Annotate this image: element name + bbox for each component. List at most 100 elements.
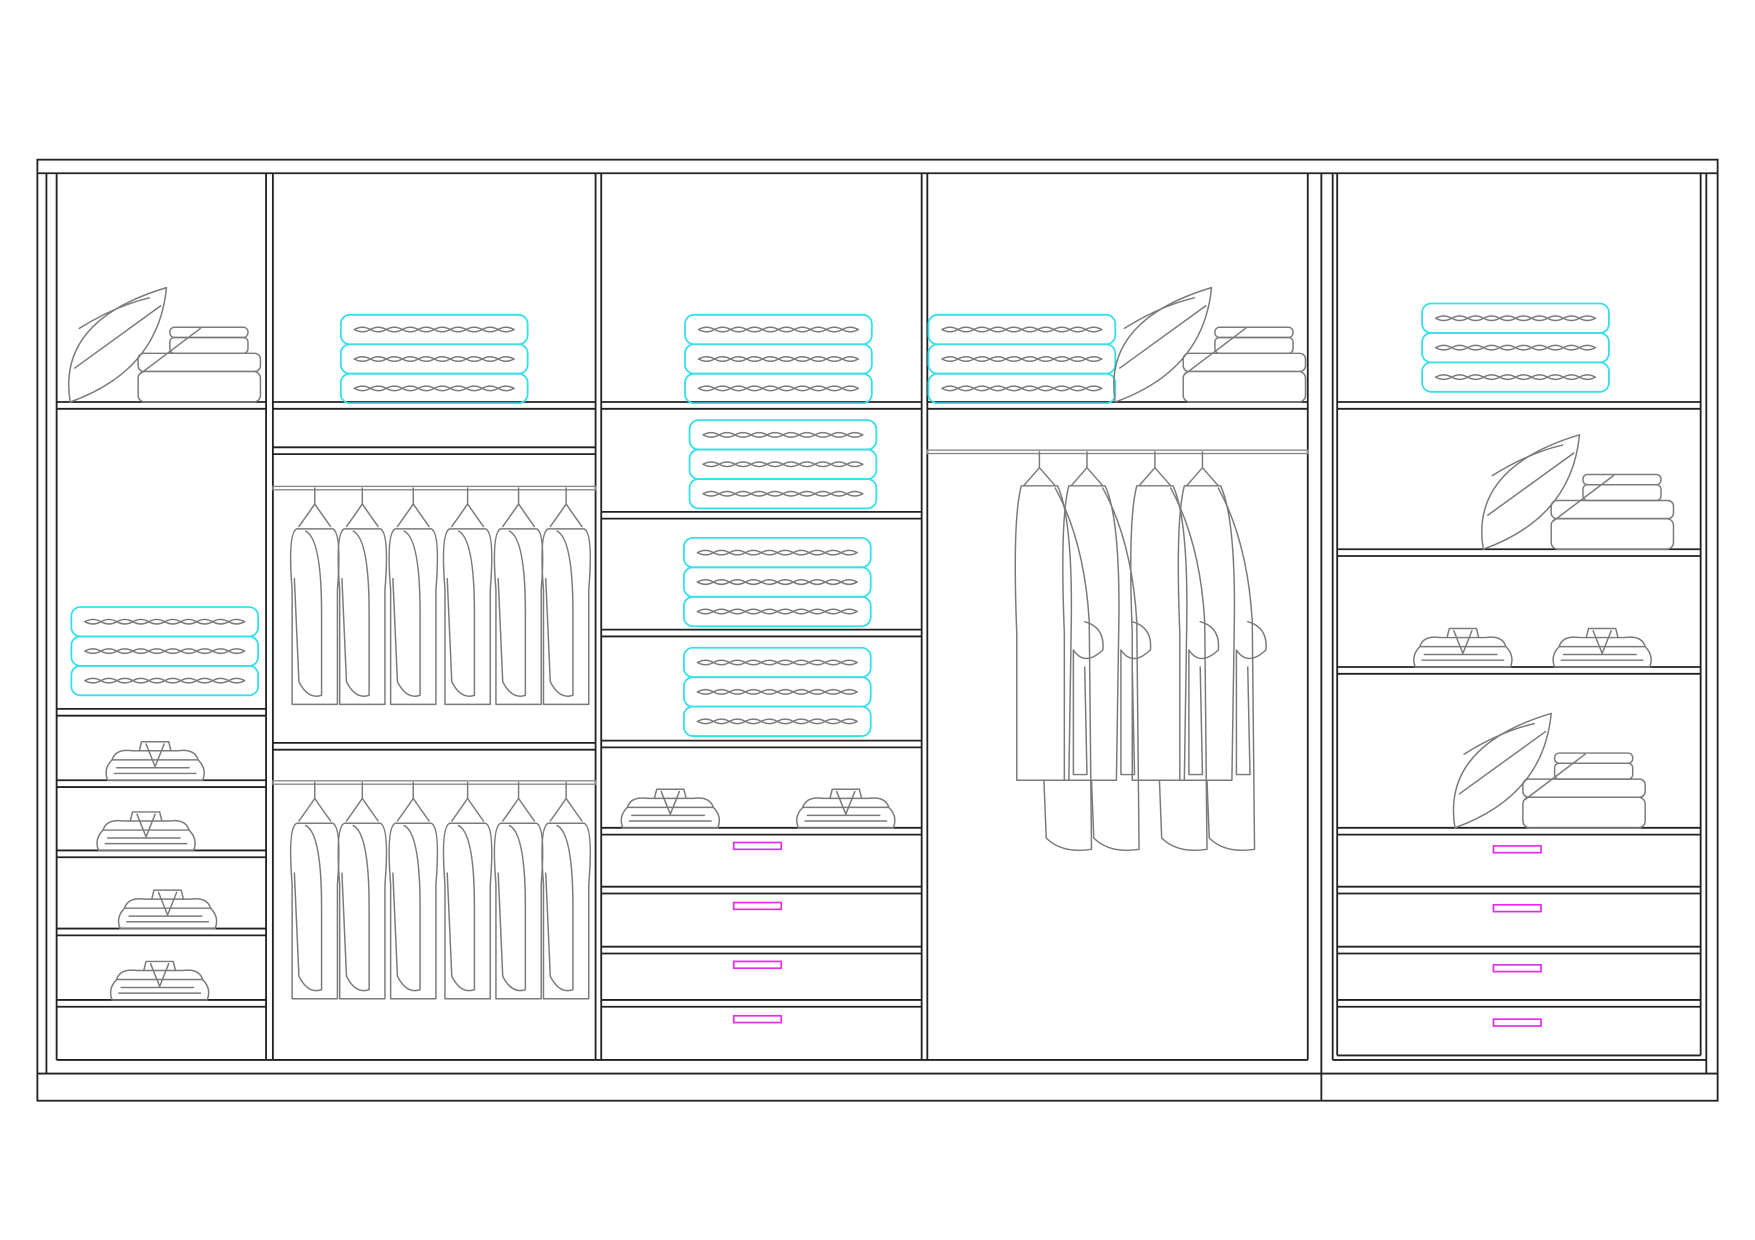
- towel-fold-line: [353, 326, 515, 333]
- pillow-outline: [1452, 712, 1552, 829]
- shirt-sleeve: [545, 824, 574, 992]
- towel-outline: [682, 536, 872, 569]
- folded-towels-icon: [682, 536, 872, 628]
- pillow-seam: [1463, 722, 1535, 755]
- towel-outline: [684, 313, 873, 346]
- shirt-collar: [138, 740, 172, 752]
- hanger: [298, 781, 332, 822]
- shirt-body: [388, 528, 439, 706]
- towel-fold-line: [941, 355, 1103, 362]
- shirt-collar-fold: [136, 813, 156, 838]
- coat-sleeve-cuff: [1072, 620, 1104, 776]
- hanging-shirt-icon: [289, 781, 340, 1000]
- coat-back: [1158, 487, 1208, 852]
- stacked-linens-icon: [1550, 473, 1675, 550]
- shirt-fold-line: [804, 814, 888, 822]
- linen-fold: [1522, 796, 1646, 829]
- drawer-handle-icon: [732, 1014, 783, 1024]
- shirt-fold-line: [1421, 653, 1505, 661]
- drawer-handle-icon: [1492, 1018, 1542, 1027]
- shirt-fold-line: [118, 986, 202, 994]
- hanging-coat-icon: [1014, 451, 1104, 852]
- shirt-collar: [150, 889, 185, 900]
- pillow-seam: [73, 305, 162, 369]
- hanger: [1185, 451, 1220, 487]
- pillow-outline: [1481, 434, 1581, 550]
- towel-fold-line: [84, 648, 246, 655]
- towel-fold-line: [702, 431, 864, 438]
- shirt-body: [442, 528, 493, 706]
- folded-shirt-icon: [109, 960, 210, 1001]
- drawer-handle-icon: [1492, 845, 1542, 854]
- shirt-fold-line: [104, 837, 188, 845]
- towel-fold-line: [697, 385, 859, 392]
- shirt-collar: [1585, 627, 1619, 639]
- linen-fold: [169, 326, 249, 339]
- hanger: [1138, 451, 1172, 487]
- pillow-icon: [68, 286, 168, 403]
- hanger: [396, 487, 430, 528]
- hanger: [501, 781, 536, 822]
- shirt-top: [111, 749, 199, 761]
- hanging-rail: [926, 449, 1309, 455]
- coat-sleeve-cuff: [1235, 620, 1267, 776]
- shirt-body: [109, 978, 210, 1001]
- shirt-sleeve: [446, 530, 476, 697]
- linen-fold: [1214, 326, 1294, 339]
- towel-fold-line: [1434, 374, 1597, 381]
- hanging-coat-icon: [1177, 451, 1267, 852]
- linen-fold: [169, 336, 249, 355]
- hanging-coat-icon: [1062, 451, 1152, 852]
- drawer-handle-icon: [1492, 963, 1542, 973]
- pillow-icon: [1113, 286, 1213, 403]
- folded-towels-icon: [688, 419, 878, 510]
- shirt-body: [796, 806, 896, 829]
- linen-seam: [1552, 474, 1615, 522]
- hanging-shirt-icon: [442, 781, 493, 1000]
- linen-fold: [1214, 336, 1294, 355]
- towel-fold-line: [696, 549, 858, 556]
- drawer-handle-icon: [732, 960, 783, 970]
- shirt-body: [289, 528, 340, 706]
- shirt-fold-line: [113, 767, 197, 775]
- towel-outline: [70, 606, 260, 638]
- hanging-shirt-icon: [442, 487, 493, 706]
- towel-outline: [688, 419, 878, 451]
- outer-frame: [36, 158, 1719, 1102]
- hanging-shirt-icon: [337, 487, 388, 706]
- linen-seam: [1524, 753, 1586, 801]
- hanger: [396, 781, 430, 822]
- folded-shirt-icon: [105, 740, 205, 781]
- drawer-handle-icon: [732, 841, 783, 851]
- towel-outline: [682, 646, 872, 679]
- shirt-collar-fold: [157, 891, 178, 916]
- shirt-sleeve: [446, 824, 476, 992]
- shirt-sleeve: [293, 824, 323, 992]
- shirt-fold-line: [1560, 653, 1644, 661]
- towel-fold-line: [702, 461, 864, 468]
- shirt-top: [1419, 636, 1507, 648]
- pillow-outline: [68, 286, 168, 403]
- folded-shirt-icon: [620, 788, 721, 829]
- stacked-linens-icon: [1522, 752, 1646, 829]
- wardrobe-frame: [36, 158, 1719, 1102]
- coat-sleeve-cuff: [1188, 620, 1220, 776]
- shirt-body: [541, 528, 592, 706]
- towel-fold-line: [696, 688, 858, 695]
- towel-fold-line: [1434, 315, 1597, 322]
- linen-seam: [1184, 327, 1247, 375]
- towel-outline: [339, 313, 529, 346]
- shirt-body: [541, 822, 592, 1000]
- hanging-shirt-icon: [541, 781, 592, 1000]
- hanger: [501, 487, 536, 528]
- folded-towels-icon: [70, 606, 260, 697]
- linen-fold: [1582, 483, 1662, 502]
- hanging-shirt-icon: [388, 781, 439, 1000]
- shirt-collar: [129, 811, 163, 822]
- shirt-collar: [1446, 627, 1480, 639]
- hanger: [1070, 451, 1104, 487]
- folded-shirt-icon: [1413, 627, 1513, 668]
- pillow-seam: [1119, 305, 1207, 369]
- shirt-top: [123, 898, 212, 909]
- shirt-body: [96, 829, 196, 852]
